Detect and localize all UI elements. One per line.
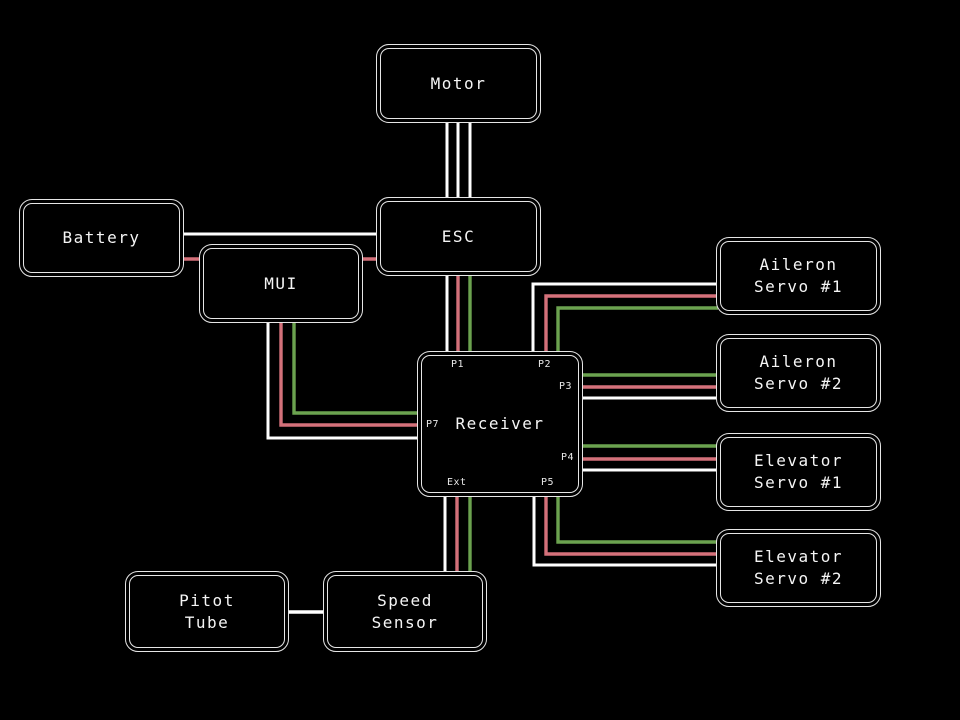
node-motor-body: Motor bbox=[380, 48, 537, 119]
node-pitot-tube: Pitot Tube bbox=[125, 571, 289, 652]
node-battery-body: Battery bbox=[23, 203, 180, 273]
node-receiver-body: Receiver bbox=[421, 355, 579, 493]
node-aileron-servo-1-body: Aileron Servo #1 bbox=[720, 241, 877, 311]
node-receiver: Receiver P1 P2 P3 P7 P4 Ext P5 bbox=[417, 351, 583, 497]
connection-battery-esc-mui bbox=[183, 232, 378, 261]
node-motor-label: Motor bbox=[430, 73, 487, 93]
node-speed-sensor: Speed Sensor bbox=[323, 571, 487, 652]
receiver-port-p5: P5 bbox=[540, 477, 554, 488]
node-elevator-servo-1-label: Elevator Servo #1 bbox=[753, 451, 844, 492]
node-battery: Battery bbox=[19, 199, 184, 277]
connection-motor-esc bbox=[445, 123, 472, 199]
connection-mui-receiver-p7 bbox=[266, 321, 420, 440]
node-receiver-label: Receiver bbox=[455, 414, 545, 433]
node-speed-sensor-body: Speed Sensor bbox=[327, 575, 483, 648]
node-elevator-servo-1-body: Elevator Servo #1 bbox=[720, 437, 877, 507]
node-elevator-servo-1: Elevator Servo #1 bbox=[716, 433, 881, 511]
receiver-port-p4: P4 bbox=[560, 452, 574, 463]
node-mui: MUI bbox=[199, 244, 363, 323]
node-elevator-servo-2-label: Elevator Servo #2 bbox=[753, 547, 844, 588]
wire-p7-red bbox=[279, 321, 420, 427]
receiver-port-ext: Ext bbox=[447, 477, 467, 488]
connection-p4-elevator1 bbox=[581, 444, 718, 472]
wire-p2-green bbox=[556, 306, 718, 353]
receiver-port-p1: P1 bbox=[451, 359, 465, 370]
node-speed-sensor-label: Speed Sensor bbox=[371, 590, 439, 632]
receiver-port-p3: P3 bbox=[558, 381, 572, 392]
connection-p3-aileron2 bbox=[581, 373, 718, 400]
wire-p5-red bbox=[544, 495, 718, 556]
node-aileron-servo-1-label: Aileron Servo #1 bbox=[753, 255, 844, 296]
wire-p2-red bbox=[544, 294, 718, 353]
connection-p5-elevator2 bbox=[532, 495, 718, 567]
node-esc: ESC bbox=[376, 197, 541, 276]
node-mui-body: MUI bbox=[203, 248, 359, 319]
wire-p2-white bbox=[531, 282, 718, 353]
connection-ext-speedsensor bbox=[443, 495, 472, 574]
node-aileron-servo-2: Aileron Servo #2 bbox=[716, 334, 881, 412]
connection-p2-aileron1 bbox=[531, 282, 718, 353]
wire-p7-white bbox=[266, 321, 420, 440]
receiver-port-p2: P2 bbox=[538, 359, 552, 370]
node-aileron-servo-1: Aileron Servo #1 bbox=[716, 237, 881, 315]
node-esc-body: ESC bbox=[380, 201, 537, 272]
node-motor: Motor bbox=[376, 44, 541, 123]
wire-p5-white bbox=[532, 495, 718, 567]
node-mui-label: MUI bbox=[264, 273, 298, 293]
wire-p7-green bbox=[292, 321, 420, 415]
node-esc-label: ESC bbox=[441, 226, 476, 246]
node-pitot-tube-body: Pitot Tube bbox=[129, 575, 285, 648]
connection-esc-receiver-p1 bbox=[445, 274, 472, 353]
receiver-port-p7: P7 bbox=[426, 419, 440, 430]
node-aileron-servo-2-body: Aileron Servo #2 bbox=[720, 338, 877, 408]
node-elevator-servo-2: Elevator Servo #2 bbox=[716, 529, 881, 607]
node-elevator-servo-2-body: Elevator Servo #2 bbox=[720, 533, 877, 603]
node-pitot-tube-label: Pitot Tube bbox=[179, 590, 235, 632]
wire-p5-green bbox=[556, 495, 718, 544]
node-battery-label: Battery bbox=[62, 228, 141, 247]
node-aileron-servo-2-label: Aileron Servo #2 bbox=[753, 352, 844, 393]
